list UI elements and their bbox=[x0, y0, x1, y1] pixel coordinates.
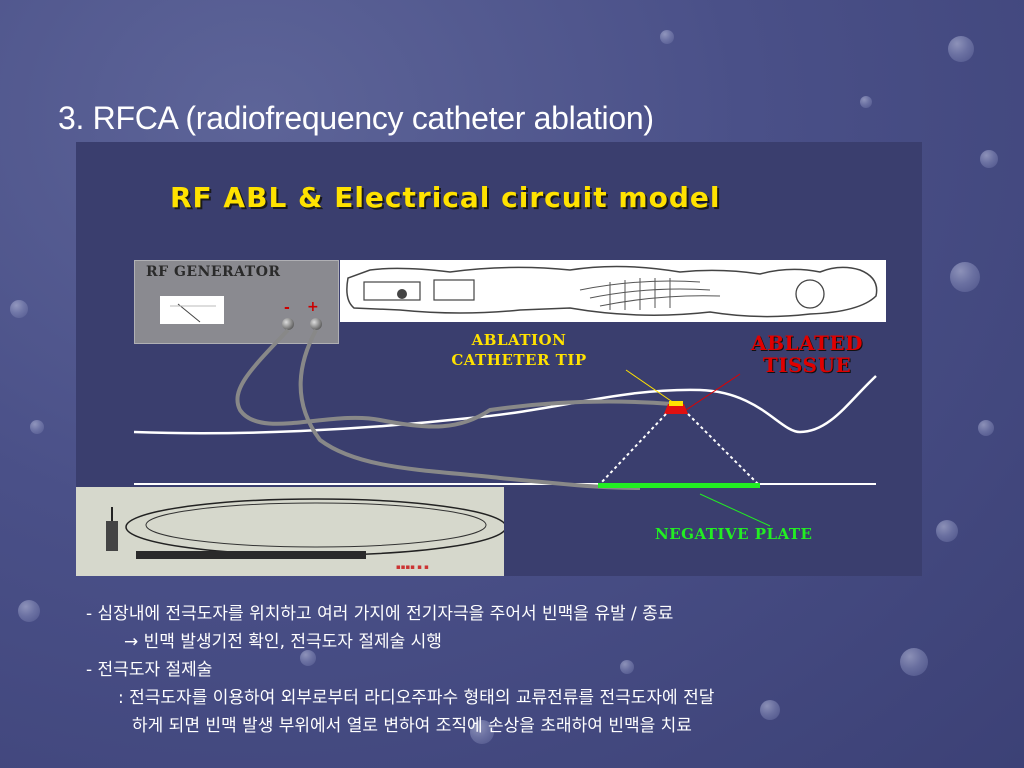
plus-terminal-label: + bbox=[307, 299, 319, 315]
background-dot bbox=[470, 720, 494, 744]
background-dot bbox=[660, 30, 674, 44]
background-dot bbox=[978, 420, 994, 436]
figure-title: RF ABL & Electrical circuit model bbox=[170, 181, 721, 214]
note-line-5: 하게 되면 빈맥 발생 부위에서 열로 변하여 조직에 손상을 초래하여 빈맥을… bbox=[132, 716, 692, 736]
plus-terminal bbox=[310, 318, 322, 330]
catheter-tip-icon bbox=[664, 404, 688, 414]
background-dot bbox=[300, 650, 316, 666]
tip-pointer bbox=[625, 369, 675, 404]
note-line-2: → 빈맥 발생기전 확인, 전극도자 절제술 시행 bbox=[124, 632, 442, 652]
generator-gauge bbox=[160, 296, 224, 324]
note-line-3: - 전극도자 절제술 bbox=[86, 660, 213, 680]
svg-text:▪▪▪▪ ▪ ▪: ▪▪▪▪ ▪ ▪ bbox=[396, 563, 429, 571]
background-dot bbox=[936, 520, 958, 542]
patient-illustration bbox=[340, 260, 886, 322]
catheter-tip-label-line1: ABLATION bbox=[471, 331, 567, 349]
catheter-tip-label: ABLATION CATHETER TIP bbox=[410, 330, 628, 370]
patient-body-icon bbox=[346, 265, 878, 318]
ablated-tissue-label: ABLATED TISSUE bbox=[722, 332, 892, 376]
tissue-pointer bbox=[685, 373, 741, 411]
background-dot bbox=[980, 150, 998, 168]
return-cable bbox=[298, 329, 641, 490]
catheter-cable bbox=[235, 328, 673, 429]
current-path-left bbox=[599, 413, 667, 485]
slide-title: 3. RFCA (radiofrequency catheter ablatio… bbox=[58, 100, 654, 136]
background-dot bbox=[860, 96, 872, 108]
catheter-photo: ▪▪▪▪ ▪ ▪ bbox=[76, 487, 504, 576]
tissue-curve bbox=[133, 375, 877, 435]
background-dot bbox=[30, 420, 44, 434]
minus-terminal-label: - bbox=[284, 300, 290, 316]
note-line-1: - 심장내에 전극도자를 위치하고 여러 가지에 전기자극을 주어서 빈맥을 유… bbox=[86, 604, 674, 624]
background-dot bbox=[620, 660, 634, 674]
notes-block: - 심장내에 전극도자를 위치하고 여러 가지에 전기자극을 주어서 빈맥을 유… bbox=[86, 600, 714, 740]
catheter-photo-icon: ▪▪▪▪ ▪ ▪ bbox=[106, 498, 504, 571]
background-dot bbox=[760, 700, 780, 720]
plate-pointer bbox=[699, 493, 771, 527]
catheter-tip-label-line2: CATHETER TIP bbox=[451, 351, 587, 369]
background-dot bbox=[18, 600, 40, 622]
note-line-4: : 전극도자를 이용하여 외부로부터 라디오주파수 형태의 교류전류를 전극도자… bbox=[118, 688, 715, 708]
background-dot bbox=[900, 648, 928, 676]
negative-plate bbox=[598, 483, 760, 488]
gauge-needle-icon bbox=[170, 303, 216, 323]
background-dot bbox=[10, 300, 28, 318]
ablated-tissue-label-line1: ABLATED bbox=[751, 331, 863, 355]
current-path-right bbox=[687, 413, 759, 485]
background-dot bbox=[948, 36, 974, 62]
rf-generator-label: RF GENERATOR bbox=[146, 264, 281, 280]
ablated-tissue-label-line2: TISSUE bbox=[762, 353, 852, 377]
background-dot bbox=[950, 262, 980, 292]
minus-terminal bbox=[282, 318, 294, 330]
negative-plate-label: NEGATIVE PLATE bbox=[655, 525, 813, 543]
